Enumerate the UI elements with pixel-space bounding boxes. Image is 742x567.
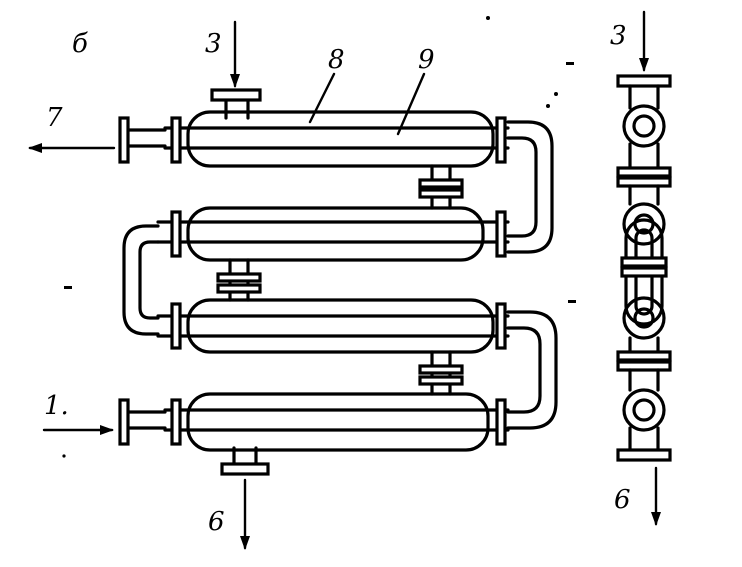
flange-icon-side-top [616, 74, 672, 88]
panel-label: б [72, 29, 88, 59]
leader-line-part-8 [308, 72, 336, 124]
flange-2-right [495, 210, 507, 258]
pipe-bend-icon-right-top-inner [506, 136, 538, 238]
flange-icon-side-2 [616, 350, 672, 362]
flange-1-right [495, 116, 507, 164]
label-left-outlet: 7 [46, 103, 63, 133]
section-4 [163, 392, 510, 452]
label-side-bottom-outlet: 6 [614, 485, 631, 515]
speck [554, 92, 558, 96]
label-left-inlet: 1. [44, 391, 69, 421]
section-1 [163, 110, 510, 168]
flange-4-right [495, 398, 507, 446]
flange-icon-connector-2-3 [216, 258, 262, 302]
speck [486, 16, 490, 20]
pipe-bend-icon-right-bottom [506, 310, 558, 430]
speck [568, 300, 576, 303]
flange-icon-connector-3-4 [418, 350, 464, 396]
shell-end-3 [622, 296, 666, 340]
bottom-outlet-nozzle [220, 446, 270, 476]
flange-1-left [170, 116, 182, 164]
label-side-top-inlet: 3 [610, 21, 627, 51]
label-part-shell: 8 [328, 45, 345, 75]
shell-4 [186, 392, 490, 452]
label-top-inlet: 3 [205, 29, 222, 59]
speck [546, 104, 550, 108]
speck [566, 62, 574, 65]
shell-end-2 [622, 202, 666, 246]
top-inlet-nozzle [210, 88, 262, 120]
section-2 [156, 206, 510, 262]
shell-end-4 [622, 388, 666, 432]
pipe-bend-icon-left-mid-inner [138, 240, 160, 320]
side-view: 3 [610, 10, 672, 526]
flange-icon-connector-1-2 [418, 164, 464, 210]
flange-icon-side-1 [616, 166, 672, 178]
section-3 [156, 298, 510, 354]
flange-3-right [495, 302, 507, 350]
left-inlet-nozzle [118, 398, 167, 446]
front-view: 3 6 7 1. 8 9 [28, 16, 576, 550]
shell-end-1 [622, 104, 666, 148]
pipe-bend-icon-right-top [506, 120, 554, 254]
pipe-bend-icon-right-bottom-inner [506, 326, 542, 414]
shell-1 [186, 110, 495, 168]
shell-3 [186, 298, 495, 354]
speck [64, 286, 72, 289]
flange-3-left [170, 302, 182, 350]
leader-line-part-9 [396, 72, 426, 136]
flange-icon-side-bottom [616, 448, 672, 462]
label-bottom-outlet: 6 [208, 507, 225, 537]
left-outlet-nozzle [118, 116, 167, 164]
label-part-tube: 9 [418, 45, 435, 75]
speck [62, 454, 66, 458]
pipe-bend-icon-left-mid [122, 224, 160, 336]
flange-4-left [170, 398, 182, 446]
flange-2-left [170, 210, 182, 258]
shell-2 [186, 206, 485, 262]
